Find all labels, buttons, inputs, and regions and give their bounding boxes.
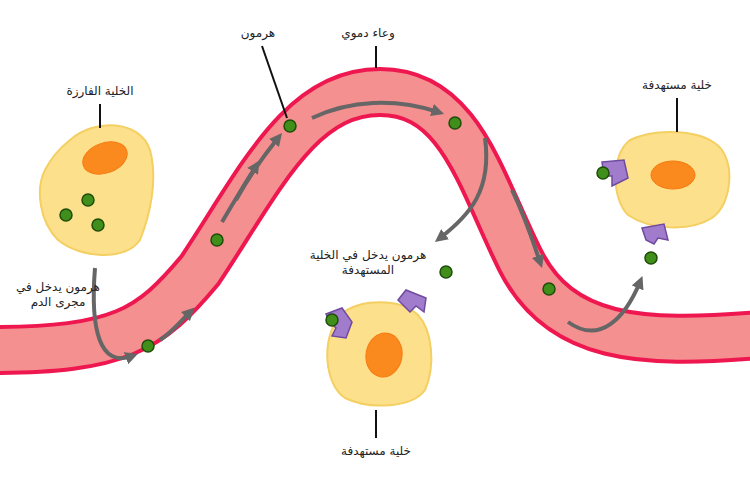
hormone [440,266,452,278]
nucleus [651,161,695,189]
leader-line [375,46,377,68]
hormone [543,283,555,295]
label-text: وعاء دموي [313,26,423,41]
flow-arrow [312,103,438,118]
hormone [597,167,609,179]
label-text: خلية مستهدفة [617,78,737,93]
hormone [645,252,657,264]
hormone [284,120,296,132]
secreting-cell [40,125,153,255]
hormone [142,340,154,352]
hormone [92,219,104,231]
uptake-arrow [440,138,486,238]
receptor [326,308,352,338]
label-text: هرمون [223,26,293,41]
receptor [398,290,426,312]
target-cell [616,132,730,227]
hormone [82,194,94,206]
label-text: هرمون يدخل في الخلية المستهدفة [305,248,431,278]
flow-arrow [512,190,540,262]
hormone [449,117,461,129]
label-text: الخلية الفارزة [40,84,160,99]
uptake-arrow [568,282,640,331]
hormone [211,234,223,246]
nucleus [362,330,405,380]
label-text: خلية مستهدفة [316,444,436,459]
flow-arrow [236,138,278,200]
leader-line [262,46,287,118]
hormone [60,209,72,221]
label-text: هرمون يدخل في مجرى الدم [3,280,113,310]
hormone [326,314,338,326]
leader-line [375,410,377,438]
nucleus [78,136,131,180]
leader-line [99,104,101,128]
leader-line [676,98,678,132]
flow-arrow [160,312,190,340]
receptor [642,224,668,244]
